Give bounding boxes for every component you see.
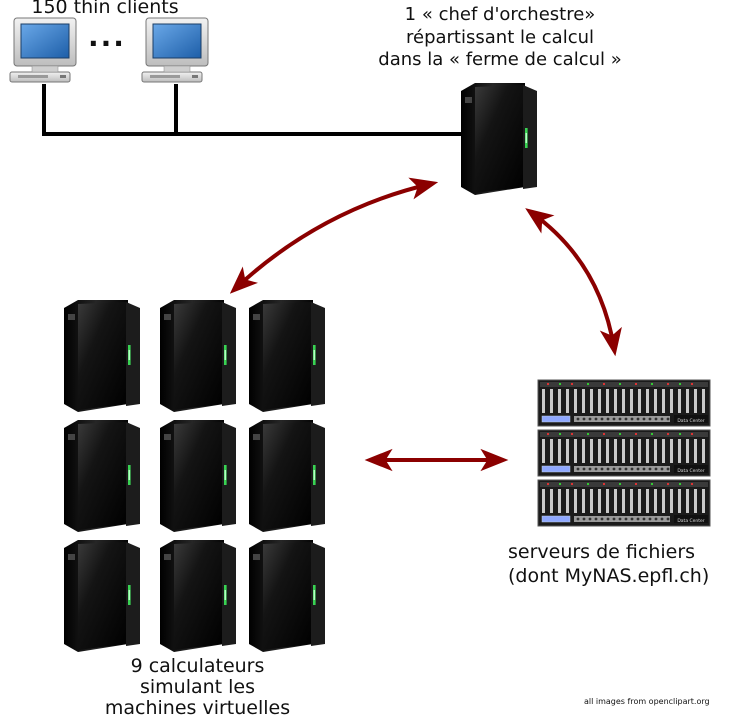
calculators-line-2: simulant les bbox=[139, 675, 256, 698]
calculators-line-3: machines virtuelles bbox=[104, 696, 291, 719]
nas-badge-3: Data Center bbox=[677, 518, 704, 524]
file-servers-label: serveurs de fichiers (dont MyNAS.epfl.ch… bbox=[508, 541, 729, 589]
arrow-orchestrator-nas bbox=[525, 208, 622, 357]
arrow-orchestrator-farm bbox=[229, 177, 439, 294]
calc-server-3 bbox=[249, 300, 325, 412]
tower-server-icon bbox=[249, 420, 325, 532]
tower-server-icon bbox=[249, 300, 325, 412]
orchestrator-line-1: 1 « chef d'orchestre» bbox=[404, 4, 596, 25]
file-servers-line-1: serveurs de fichiers bbox=[508, 541, 696, 563]
desktop-computer-icon bbox=[9, 17, 77, 83]
calc-server-6 bbox=[249, 420, 325, 532]
calc-server-1 bbox=[64, 300, 140, 412]
clients-ellipsis: ... bbox=[88, 20, 126, 53]
orchestrator-line-3: dans la « ferme de calcul » bbox=[378, 49, 622, 71]
tower-server-icon bbox=[64, 540, 140, 652]
thin-client-left bbox=[9, 17, 77, 83]
calc-server-2 bbox=[160, 300, 236, 412]
orchestrator-server bbox=[461, 83, 537, 195]
calc-server-7 bbox=[64, 540, 140, 652]
network-lines bbox=[42, 84, 462, 136]
calc-server-4 bbox=[64, 420, 140, 532]
tower-server-icon bbox=[249, 540, 325, 652]
tower-server-icon bbox=[461, 83, 537, 195]
file-server-rack: Data Center Data Center Data Center bbox=[537, 379, 711, 527]
calculators-label: 9 calculateurs simulant les machines vir… bbox=[60, 656, 335, 719]
calc-server-5 bbox=[160, 420, 236, 532]
tower-server-icon bbox=[160, 420, 236, 532]
tower-server-icon bbox=[160, 300, 236, 412]
compute-farm bbox=[64, 300, 325, 652]
orchestrator-line-2: répartissant le calcul bbox=[406, 26, 594, 48]
orchestrator-label: 1 « chef d'orchestre» répartissant le ca… bbox=[350, 4, 650, 72]
nas-badge-2: Data Center bbox=[677, 468, 704, 474]
thin-client-right bbox=[141, 17, 209, 83]
thin-clients-label: 150 thin clients bbox=[31, 0, 179, 18]
file-servers-line-2: (dont MyNAS.epfl.ch) bbox=[508, 564, 710, 587]
calculators-line-1: 9 calculateurs bbox=[130, 655, 265, 677]
tower-server-icon bbox=[64, 300, 140, 412]
tower-server-icon bbox=[64, 420, 140, 532]
nas-badge-1: Data Center bbox=[677, 418, 704, 424]
image-credit: all images from openclipart.org bbox=[584, 697, 710, 706]
calc-server-9 bbox=[249, 540, 325, 652]
tower-server-icon bbox=[160, 540, 236, 652]
desktop-computer-icon bbox=[141, 17, 209, 83]
calc-server-8 bbox=[160, 540, 236, 652]
arrows bbox=[229, 177, 622, 472]
